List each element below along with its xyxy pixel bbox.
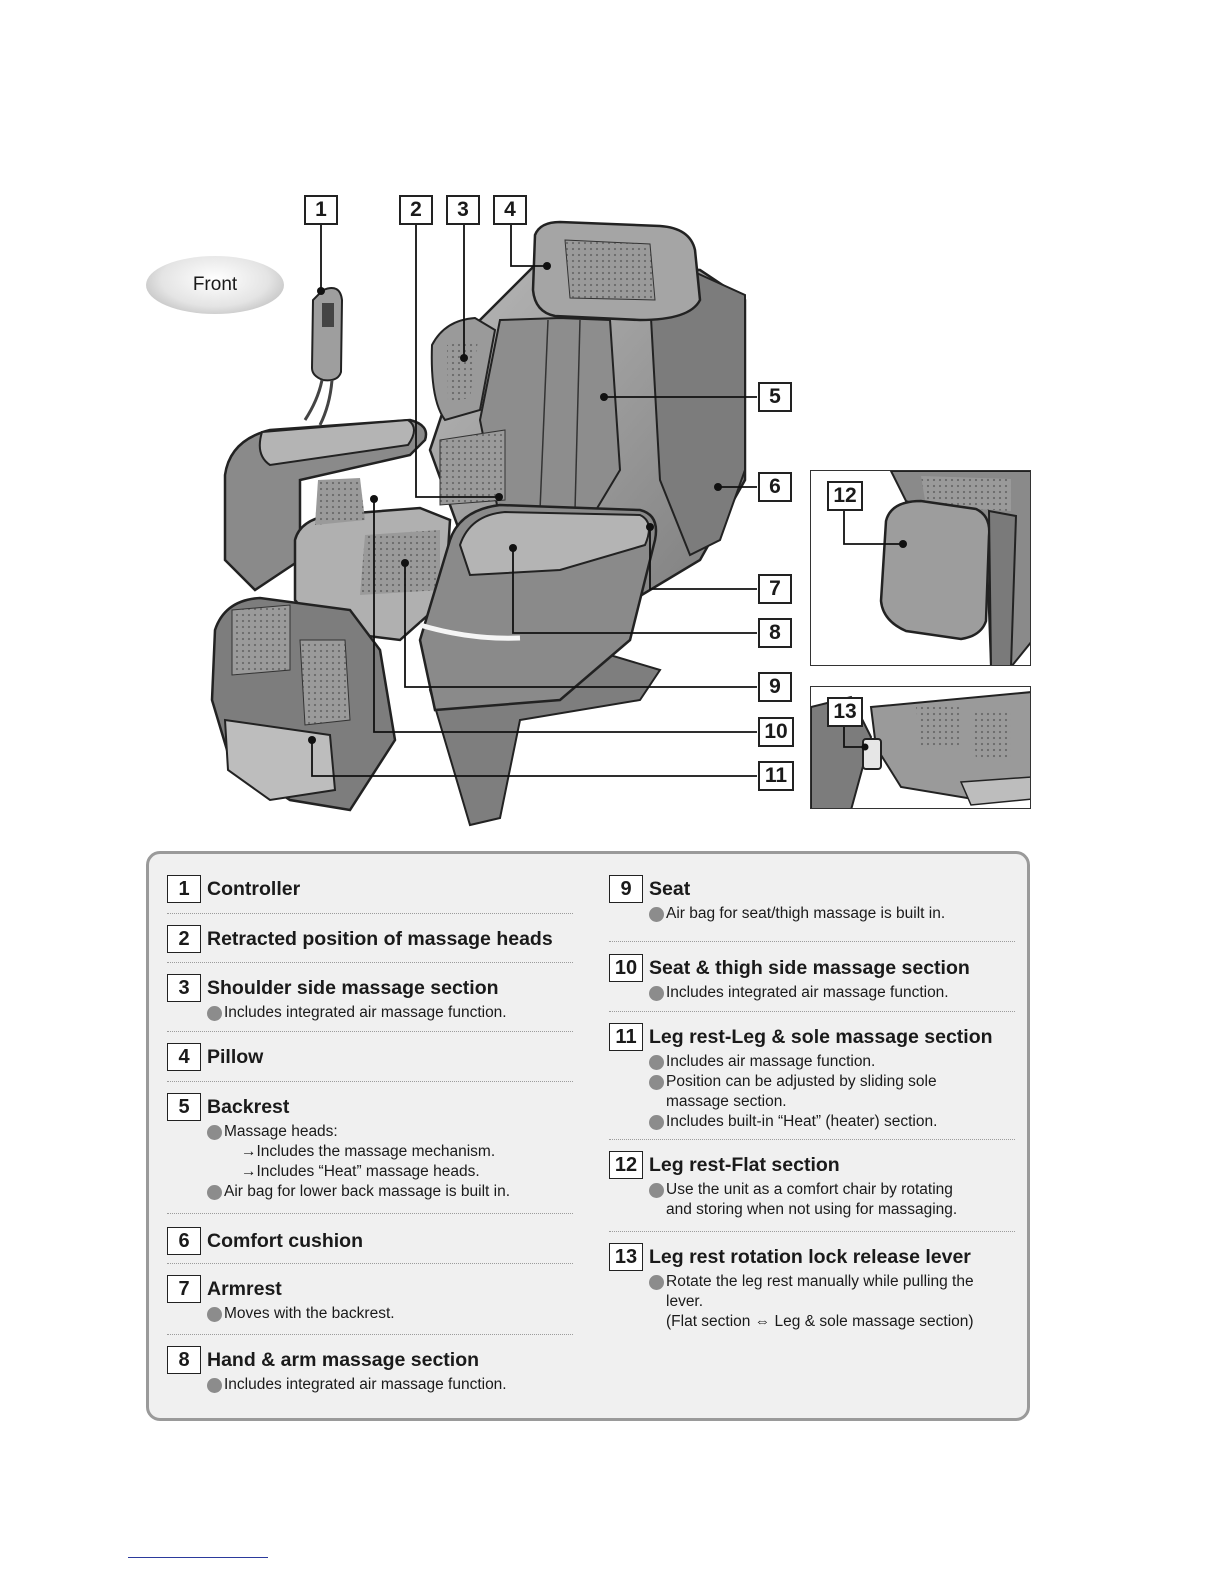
legend-note: Includes air massage function. — [649, 1052, 1015, 1072]
legend-subnote: →Includes “Heat” massage heads. — [207, 1162, 573, 1182]
legend-num: 4 — [167, 1043, 201, 1071]
legend-note: Air bag for lower back massage is built … — [207, 1182, 573, 1202]
callout-1: 1 — [304, 195, 338, 225]
footer-rule — [128, 1557, 268, 1558]
legend-item-lock-lever: 13 Leg rest rotation lock release lever R… — [609, 1232, 1015, 1342]
legend-note-continued: massage section. — [649, 1092, 1015, 1112]
legend-num: 8 — [167, 1346, 201, 1374]
bullet-icon — [649, 907, 664, 922]
legend-note: Includes integrated air massage function… — [207, 1003, 573, 1023]
legend-num: 13 — [609, 1243, 643, 1271]
callout-4: 4 — [493, 195, 527, 225]
legend-item-backrest: 5 Backrest Massage heads: →Includes the m… — [167, 1082, 573, 1214]
bullet-icon — [207, 1378, 222, 1393]
legend-title: Pillow — [207, 1046, 263, 1069]
legend-item-seat-thigh: 10 Seat & thigh side massage section Incl… — [609, 942, 1015, 1012]
callout-7: 7 — [758, 574, 792, 604]
legend-note: Includes built-in “Heat” (heater) sectio… — [649, 1112, 1015, 1132]
legend-note: Includes integrated air massage function… — [649, 983, 1015, 1003]
bullet-icon — [207, 1006, 222, 1021]
legend-title: Retracted position of massage heads — [207, 928, 553, 951]
legend-title: Hand & arm massage section — [207, 1349, 479, 1372]
legend-item-retracted-heads: 2 Retracted position of massage heads — [167, 914, 573, 963]
legend-item-flat-section: 12 Leg rest-Flat section Use the unit as … — [609, 1140, 1015, 1232]
legend-item-controller: 1 Controller — [167, 874, 573, 914]
legend-left-column: 1 Controller 2 Retracted position of massa… — [167, 874, 573, 1405]
legend-note: Air bag for seat/thigh massage is built … — [649, 904, 1015, 924]
legend-num: 5 — [167, 1093, 201, 1121]
legend-title: Armrest — [207, 1278, 282, 1301]
legend-item-comfort-cushion: 6 Comfort cushion — [167, 1214, 573, 1264]
legend-note: Includes integrated air massage function… — [207, 1375, 573, 1395]
legend-title: Seat — [649, 878, 690, 901]
legend-note: Moves with the backrest. — [207, 1304, 573, 1324]
legend-item-armrest: 7 Armrest Moves with the backrest. — [167, 1264, 573, 1335]
legend-note-continued: lever. — [649, 1292, 1015, 1312]
bullet-icon — [649, 1075, 664, 1090]
legend-title: Backrest — [207, 1096, 289, 1119]
legend-title: Leg rest-Leg & sole massage section — [649, 1026, 993, 1049]
legend-num: 2 — [167, 925, 201, 953]
chair-illustration — [0, 0, 1225, 845]
legend-num: 7 — [167, 1275, 201, 1303]
callout-8: 8 — [758, 618, 792, 648]
legend-note: Rotate the leg rest manually while pulli… — [649, 1272, 1015, 1292]
arrow-icon: → — [241, 1163, 257, 1180]
bullet-icon — [649, 986, 664, 1001]
legend-title: Shoulder side massage section — [207, 977, 499, 1000]
inset-flat-section: 12 — [810, 470, 1031, 666]
legend-note-continued: (Flat section ⇔ Leg & sole massage secti… — [649, 1312, 1015, 1332]
legend-num: 9 — [609, 875, 643, 903]
bullet-icon — [207, 1125, 222, 1140]
legend-note: Massage heads: — [207, 1122, 573, 1142]
legend-num: 12 — [609, 1151, 643, 1179]
callout-6: 6 — [758, 472, 792, 502]
bullet-icon — [649, 1183, 664, 1198]
bullet-icon — [207, 1185, 222, 1200]
callout-9: 9 — [758, 672, 792, 702]
legend-title: Comfort cushion — [207, 1230, 363, 1253]
front-view-label: Front — [146, 256, 284, 314]
legend-num: 6 — [167, 1227, 201, 1255]
parts-legend: 1 Controller 2 Retracted position of massa… — [146, 851, 1030, 1421]
legend-right-column: 9 Seat Air bag for seat/thigh massage is … — [609, 874, 1015, 1342]
callout-5: 5 — [758, 382, 792, 412]
legend-item-leg-sole: 11 Leg rest-Leg & sole massage section In… — [609, 1012, 1015, 1140]
legend-title: Seat & thigh side massage section — [649, 957, 970, 980]
legend-title: Leg rest-Flat section — [649, 1154, 840, 1177]
legend-num: 10 — [609, 954, 643, 982]
legend-title: Controller — [207, 878, 300, 901]
legend-num: 3 — [167, 974, 201, 1002]
legend-title: Leg rest rotation lock release lever — [649, 1246, 971, 1269]
legend-item-seat: 9 Seat Air bag for seat/thigh massage is … — [609, 874, 1015, 942]
bullet-icon — [207, 1307, 222, 1322]
callout-2: 2 — [399, 195, 433, 225]
callout-13: 13 — [827, 697, 863, 727]
legend-item-pillow: 4 Pillow — [167, 1032, 573, 1082]
bullet-icon — [649, 1055, 664, 1070]
callout-3: 3 — [446, 195, 480, 225]
callout-10: 10 — [758, 717, 794, 747]
bullet-icon — [649, 1275, 664, 1290]
legend-item-hand-arm: 8 Hand & arm massage section Includes int… — [167, 1335, 573, 1405]
legend-note-continued: and storing when not using for massaging… — [649, 1200, 1015, 1220]
legend-subnote: →Includes the massage mechanism. — [207, 1142, 573, 1162]
chair-diagram: Front 1 2 3 4 5 6 7 8 9 10 11 12 1 — [0, 0, 1225, 845]
inset-lock-lever: 13 — [810, 686, 1031, 809]
callout-11: 11 — [758, 761, 794, 791]
bullet-icon — [649, 1115, 664, 1130]
legend-note: Use the unit as a comfort chair by rotat… — [649, 1180, 1015, 1200]
callout-12: 12 — [827, 481, 863, 511]
legend-num: 1 — [167, 875, 201, 903]
legend-num: 11 — [609, 1023, 643, 1051]
arrow-icon: → — [241, 1143, 257, 1160]
legend-item-shoulder: 3 Shoulder side massage section Includes … — [167, 963, 573, 1032]
legend-note: Position can be adjusted by sliding sole — [649, 1072, 1015, 1092]
